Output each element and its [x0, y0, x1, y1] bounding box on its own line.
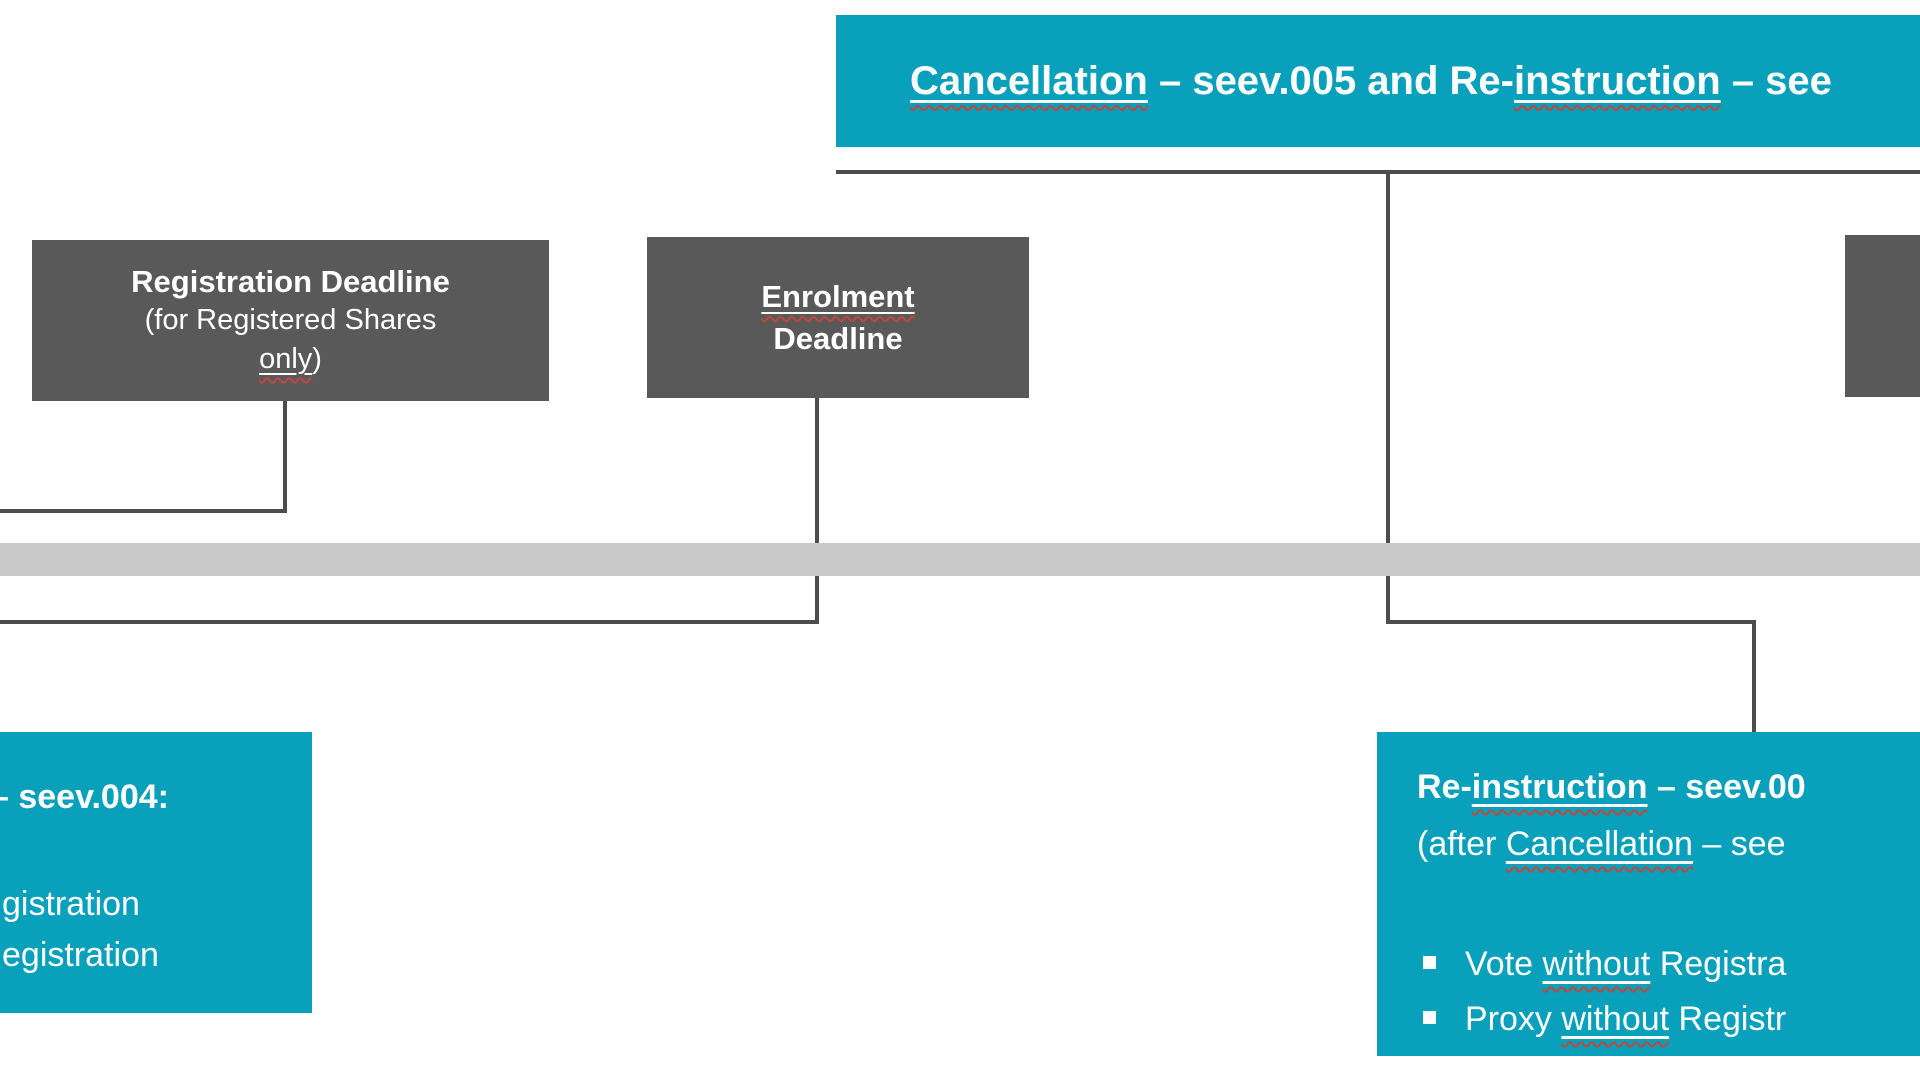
- left-callout-connector-horizontal: [0, 620, 819, 624]
- enrolment-word: Enrolment: [761, 278, 915, 314]
- registration-connector-horizontal: [0, 509, 287, 513]
- registration-deadline-sub2: only): [259, 340, 322, 379]
- callout-left-item2: egistration: [2, 936, 159, 974]
- word-without-1: without: [1542, 945, 1651, 983]
- word-instruction: instruction: [1471, 768, 1648, 806]
- callout-left-heading: – seev.004:: [0, 778, 169, 816]
- bullet-square-icon: [1423, 955, 1436, 969]
- registration-deadline-title: Registration Deadline: [131, 264, 450, 299]
- banner-connector-vertical: [1386, 170, 1390, 622]
- callout-right-heading: Re-instruction – seev.00: [1417, 768, 1806, 806]
- right-callout-connector-horizontal: [1386, 620, 1756, 624]
- timeline-bar: [0, 543, 1920, 576]
- deadline-box-partial-right: [1845, 235, 1920, 397]
- word-only: only: [259, 343, 313, 375]
- word-without-2: without: [1561, 1000, 1670, 1038]
- callout-left-item1: gistration: [2, 885, 140, 923]
- callout-reinstruction-seev: Re-instruction – seev.00 (after Cancella…: [1377, 732, 1920, 1056]
- enrolment-deadline-box: Enrolment Deadline: [647, 237, 1029, 398]
- callout-right-bullet2: Proxy without Registr: [1423, 1000, 1786, 1039]
- callout-right-subheading: (after Cancellation – see: [1417, 825, 1786, 863]
- banner-text-post: – see: [1720, 58, 1832, 103]
- registration-deadline-sub1: (for Registered Shares: [144, 304, 437, 336]
- banner-cancellation-reinstruction: Cancellation – seev.005 and Re-instructi…: [836, 15, 1920, 147]
- paren-close: ): [312, 343, 322, 375]
- callout-seev004: – seev.004: gistration egistration: [0, 732, 312, 1013]
- banner-text-mid: – seev.005 and Re-: [1147, 58, 1514, 103]
- registration-deadline-box: Registration Deadline (for Registered Sh…: [32, 240, 549, 401]
- word-cancellation: Cancellation: [1505, 825, 1693, 863]
- right-callout-connector-vertical: [1752, 620, 1756, 732]
- bullet-square-icon: [1423, 1010, 1436, 1024]
- banner-word-instruction: instruction: [1513, 58, 1721, 103]
- registration-connector-vertical: [283, 399, 287, 513]
- enrolment-connector-vertical: [815, 396, 819, 624]
- callout-right-bullet1: Vote without Registra: [1423, 945, 1786, 984]
- enrolment-line2: Deadline: [773, 320, 903, 356]
- banner-underline: [836, 170, 1920, 174]
- banner-word-cancellation: Cancellation: [910, 58, 1148, 103]
